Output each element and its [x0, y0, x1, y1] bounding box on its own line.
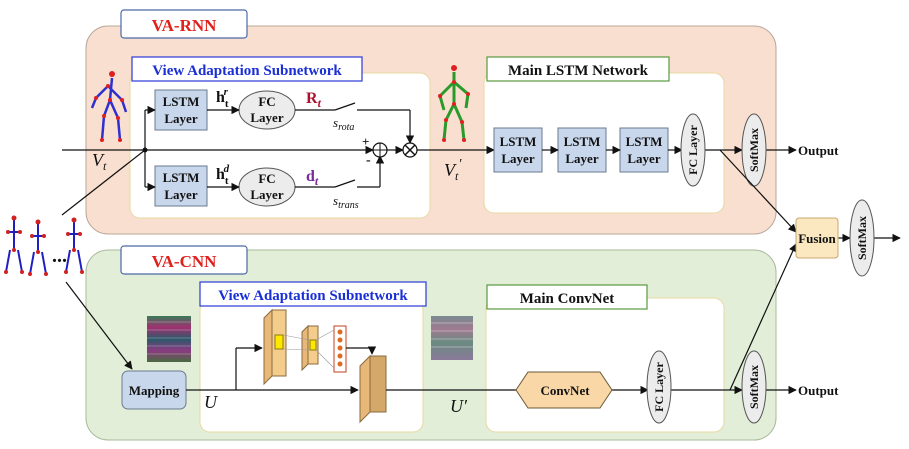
fc-trans-l1: FC: [258, 171, 275, 186]
cnn-output: Output: [798, 383, 839, 398]
cnn-subnet-panel: [199, 299, 424, 433]
R-t-label: Rt: [306, 90, 322, 110]
s-trans-label: strans: [333, 193, 359, 211]
add-node-icon: [372, 142, 388, 158]
cnn-subnet-title: View Adaptation Subnetwork: [218, 288, 408, 304]
rnn-output: Output: [798, 143, 839, 158]
lstm-rot-l1: LSTM: [163, 94, 200, 109]
mapping-label: Mapping: [129, 383, 180, 398]
lstm-layer-translation: [154, 165, 208, 207]
main-lstm-3-l1: LSTM: [626, 134, 663, 149]
cnn-subnet-title-box: [199, 281, 427, 307]
s-rota-label: srota: [333, 115, 354, 133]
U-label: U: [204, 392, 218, 412]
lstm-trans-l1: LSTM: [163, 170, 200, 185]
cnn-softmax-label: SoftMax: [747, 365, 761, 409]
cnn-fc-layer: [646, 350, 672, 424]
main-lstm-1-l1: LSTM: [500, 134, 537, 149]
rnn-softmax-label: SoftMax: [747, 128, 761, 172]
V-t-label: Vt: [92, 150, 107, 173]
rnn-subnet-title-box: [131, 56, 363, 82]
cnn-title-box: [120, 245, 248, 275]
cnn-fc-layer-label: FC Layer: [652, 362, 666, 412]
fusion-wires: [719, 149, 901, 391]
lstm-rot-l2: Layer: [164, 111, 197, 126]
fusion-label: Fusion: [798, 231, 836, 246]
fusion-softmax: [849, 199, 875, 277]
main-lstm-3-l2: Layer: [627, 151, 660, 166]
input-branch-wires: [61, 149, 146, 370]
h-r-label: htr: [216, 86, 229, 110]
U-prime-label: U′: [450, 396, 468, 416]
rnn-title-box: [120, 9, 248, 39]
rnn-fc-layer: [680, 113, 706, 187]
input-skeletons-icon: [4, 215, 84, 276]
conv-projection-lines: [282, 329, 335, 369]
rnn-title: VA-RNN: [152, 16, 218, 35]
rnn-fc-layer-label: FC Layer: [686, 125, 700, 175]
skeleton-V-t-icon: [90, 71, 128, 142]
lstm-trans-l2: Layer: [164, 187, 197, 202]
fc-rot-l2: Layer: [250, 110, 283, 125]
main-lstm-3: [619, 127, 669, 173]
h-d-label: htd: [216, 163, 230, 187]
plus-sign: +: [362, 134, 369, 149]
rnn-main-title: Main LSTM Network: [508, 63, 649, 79]
convnet-box: [515, 371, 613, 409]
d-t-label: dt: [306, 168, 319, 188]
multiply-node-icon: [402, 142, 418, 158]
fc-rot-l1: FC: [258, 94, 275, 109]
lstm-layer-rotation: [154, 89, 208, 131]
rnn-subnet-title: View Adaptation Subnetwork: [152, 63, 342, 79]
main-lstm-2: [557, 127, 607, 173]
cnn-wires: [186, 343, 797, 395]
rnn-subnet-wires: [62, 102, 495, 192]
minus-sign: -: [366, 153, 371, 168]
conv-block-output: [359, 354, 387, 424]
skeleton-map-image-output: [431, 316, 473, 360]
cnn-main-panel: [485, 297, 725, 433]
conv-block-2: [301, 324, 319, 372]
main-lstm-1-l2: Layer: [501, 151, 534, 166]
fusion-box: [795, 217, 839, 259]
V-t-prime-label: Vt′: [444, 157, 462, 183]
skeleton-map-image-input: [147, 316, 191, 362]
feature-vector: [333, 325, 347, 373]
fusion-softmax-label: SoftMax: [855, 216, 869, 260]
cnn-main-title-box: [486, 284, 648, 310]
cnn-softmax: [741, 350, 767, 424]
fc-trans-l2: Layer: [250, 187, 283, 202]
skeleton-V-t-prime-icon: [438, 65, 470, 142]
convnet-label: ConvNet: [540, 383, 590, 398]
main-lstm-2-l2: Layer: [565, 151, 598, 166]
cnn-main-title: Main ConvNet: [520, 291, 615, 307]
skeleton-ellipsis: ...: [52, 245, 67, 267]
cnn-title: VA-CNN: [152, 252, 218, 271]
conv-block-1: [263, 308, 287, 386]
rnn-main-title-box: [486, 56, 670, 82]
main-lstm-2-l1: LSTM: [564, 134, 601, 149]
